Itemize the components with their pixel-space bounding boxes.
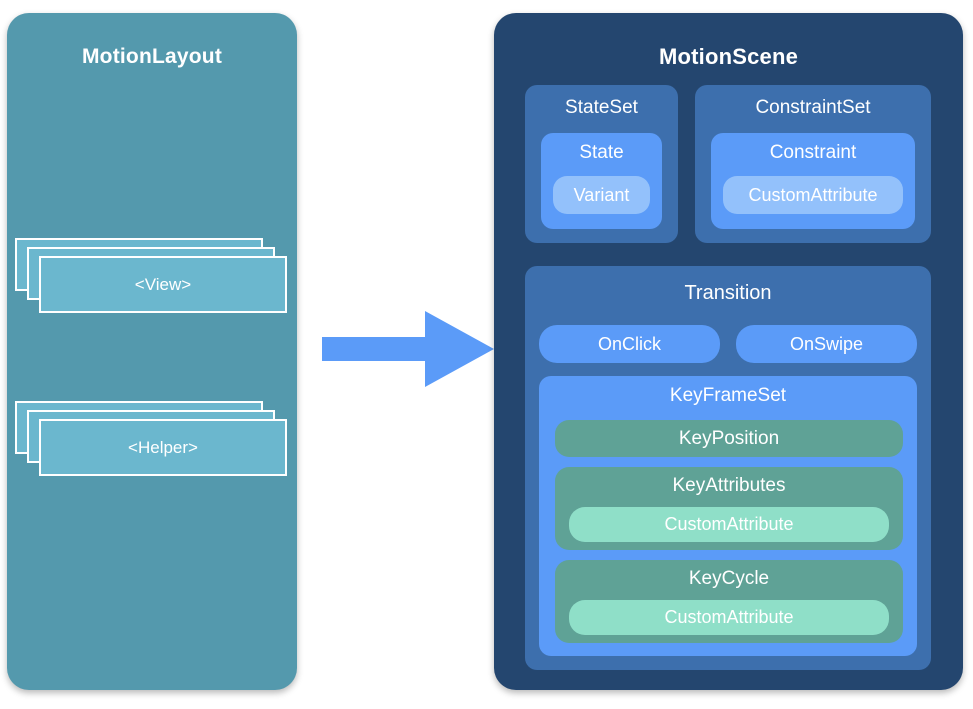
key-cycle-block[interactable]: KeyCycle CustomAttribute: [555, 560, 903, 643]
key-cycle-label: KeyCycle: [688, 568, 770, 589]
helper-card-label: <Helper>: [128, 438, 198, 457]
motion-scene-panel: MotionScene StateSet State Variant Const…: [494, 13, 963, 690]
key-cycle-custom-attribute-pill[interactable]: CustomAttribute: [569, 600, 889, 635]
state-label: State: [579, 142, 624, 163]
helper-card-stack: <Helper>: [15, 401, 289, 476]
constraint-set-label: ConstraintSet: [755, 97, 871, 118]
motion-layout-panel: MotionLayout <View> <Helper>: [7, 13, 297, 690]
transition-label: Transition: [684, 282, 772, 304]
helper-card-front-layer[interactable]: <Helper>: [39, 419, 287, 476]
key-position-label: KeyPosition: [678, 428, 780, 449]
constraint-label: Constraint: [769, 142, 857, 163]
variant-pill[interactable]: Variant: [553, 176, 650, 214]
constraint-custom-attribute-pill[interactable]: CustomAttribute: [723, 176, 903, 214]
motion-layout-title: MotionLayout: [81, 45, 223, 68]
on-click-pill[interactable]: OnClick: [539, 325, 720, 363]
transition-container[interactable]: Transition OnClick OnSwipe KeyFrameSet K…: [525, 266, 931, 670]
motion-scene-title: MotionScene: [658, 44, 799, 69]
key-attributes-custom-attribute-pill[interactable]: CustomAttribute: [569, 507, 889, 542]
key-frame-set-label: KeyFrameSet: [669, 385, 787, 406]
view-card-front-layer[interactable]: <View>: [39, 256, 287, 313]
view-card-stack: <View>: [15, 238, 289, 313]
key-frame-set-container[interactable]: KeyFrameSet KeyPosition KeyAttributes Cu…: [539, 376, 917, 656]
on-swipe-pill[interactable]: OnSwipe: [736, 325, 917, 363]
view-card-label: <View>: [134, 275, 192, 294]
state-set-container[interactable]: StateSet State Variant: [525, 85, 678, 243]
key-position-block[interactable]: KeyPosition: [555, 420, 903, 457]
right-arrow-icon: [322, 311, 494, 387]
constraint-container[interactable]: Constraint CustomAttribute: [711, 133, 915, 229]
key-attributes-label: KeyAttributes: [672, 475, 786, 496]
constraint-set-container[interactable]: ConstraintSet Constraint CustomAttribute: [695, 85, 931, 243]
state-set-label: StateSet: [565, 97, 638, 118]
key-attributes-block[interactable]: KeyAttributes CustomAttribute: [555, 467, 903, 550]
state-container[interactable]: State Variant: [541, 133, 662, 229]
